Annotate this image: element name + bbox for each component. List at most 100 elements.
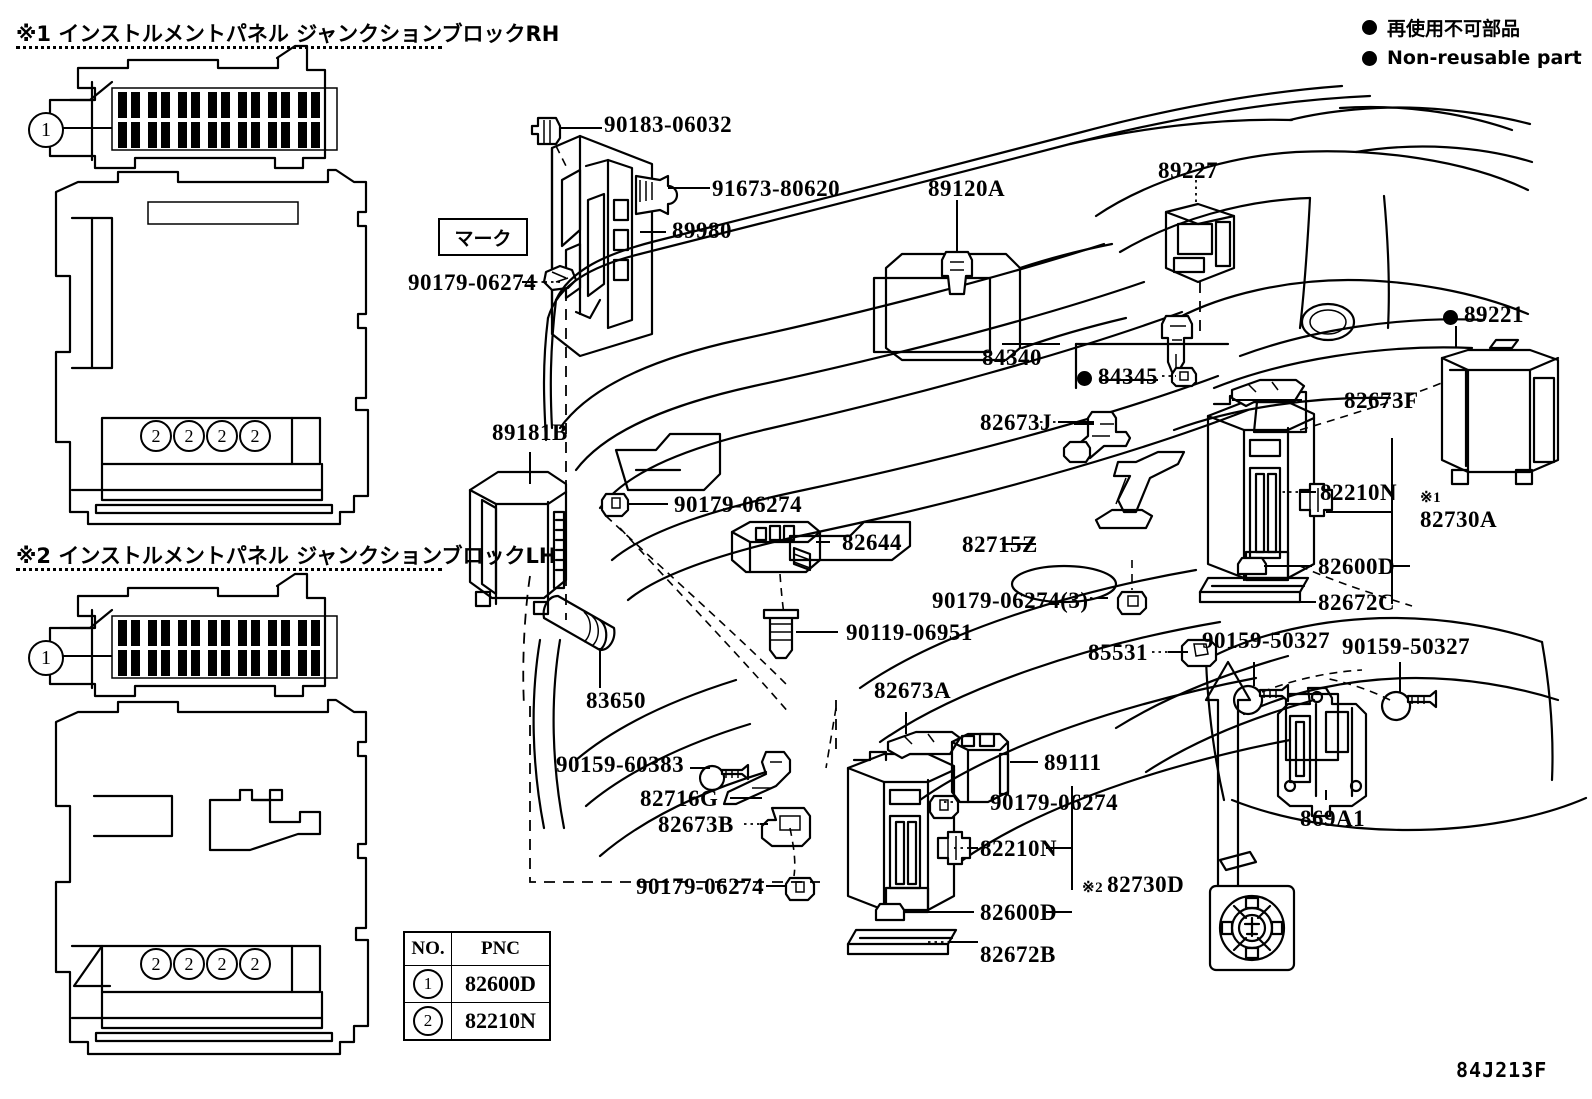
part-89221-ecu <box>1440 338 1560 486</box>
part-label-90159-50327-a: 90159-50327 <box>1202 628 1331 653</box>
pnc-table-row: 2 82210N <box>403 1002 551 1041</box>
part-label-85531: 85531 <box>1088 640 1148 665</box>
part-label-82644: 82644 <box>842 530 902 555</box>
section-title-text-lh: インストルメントパネル ジャンクションブロックLH <box>58 544 557 568</box>
pin-callout-2: 2 <box>239 948 271 980</box>
nonreusable-dot-icon <box>1443 310 1458 325</box>
pnc-table-header-no: NO. <box>403 931 452 966</box>
rh-junction-block-connector-view <box>48 44 338 170</box>
view-direction-symbol <box>1208 850 1296 972</box>
part-label-82672C: 82672C <box>1318 590 1396 615</box>
nonreusable-dot-icon <box>1362 20 1377 35</box>
part-869A1-bracket <box>1232 669 1438 818</box>
assembly-dashed-envelopes <box>529 515 837 883</box>
part-label-82673A: 82673A <box>874 678 952 703</box>
part-label-90179-06274-c: 90179-06274 <box>990 790 1119 815</box>
lh-junction-block-body-view <box>54 698 370 1056</box>
pnc-row-value: 82210N <box>451 1002 551 1041</box>
leader-lines <box>522 127 1457 943</box>
pnc-row-value: 82600D <box>451 965 551 1003</box>
part-prefix-82730A: ※1 <box>1420 490 1442 506</box>
view-direction-arrow <box>1204 660 1252 948</box>
part-label-91673-80620: 91673-80620 <box>712 176 841 201</box>
legend-row-en: Non-reusable part <box>1362 47 1582 69</box>
legend-label-en: Non-reusable part <box>1387 47 1582 69</box>
pnc-table-header-pnc: PNC <box>451 931 551 966</box>
pin-callout-2: 2 <box>206 948 238 980</box>
part-label-90159-60383: 90159-60383 <box>556 752 685 777</box>
pnc-row-no-cell: 1 <box>403 965 452 1003</box>
callout-circle-1-lh: 1 <box>28 640 64 676</box>
lower-left-hardware <box>698 750 816 902</box>
part-label-82730A-group: ※1 82730A <box>1420 488 1497 533</box>
part-label-82210N-lh: 82210N <box>980 836 1058 861</box>
section-title-lh: ※2 インストルメントパネル ジャンクションブロックLH <box>16 540 557 570</box>
part-label-82715Z: 82715Z <box>962 532 1038 557</box>
part-label-89227: 89227 <box>1158 158 1218 183</box>
part-label-89221: 89221 <box>1464 302 1524 327</box>
section-rule-rh <box>16 46 442 49</box>
pnc-table-header-row: NO. PNC <box>403 931 551 966</box>
part-label-82673B: 82673B <box>658 812 734 837</box>
diagram-code: 84J213F <box>1456 1058 1548 1082</box>
part-label-82673J: 82673J <box>980 410 1052 435</box>
section-title-text-rh: インストルメントパネル ジャンクションブロックRH <box>58 22 560 46</box>
section-marker-rh: ※1 <box>16 22 52 46</box>
part-label-82730D: 82730D <box>1107 872 1185 897</box>
pin-callout-2: 2 <box>140 420 172 452</box>
part-label-82716G: 82716G <box>640 786 719 811</box>
part-label-90179-06274-a: 90179-06274 <box>408 270 537 295</box>
callout-circle-1-rh: 1 <box>28 112 64 148</box>
lh-junction-block-connector-view <box>48 572 338 698</box>
part-label-90179-06274-b: 90179-06274 <box>674 492 803 517</box>
part-label-90179-06274-d: 90179-06274 <box>636 874 765 899</box>
part-label-90159-50327-b: 90159-50327 <box>1342 634 1471 659</box>
part-label-82673F: 82673F <box>1344 388 1419 413</box>
part-label-82600D-rh: 82600D <box>1318 554 1396 579</box>
part-85531-clip <box>1180 638 1218 668</box>
pnc-row-number-circle: 2 <box>413 1006 443 1036</box>
part-label-84340: 84340 <box>982 345 1042 370</box>
pnc-row-number-circle: 1 <box>413 969 443 999</box>
pin-callout-2: 2 <box>173 948 205 980</box>
part-82644-connector <box>730 520 822 655</box>
rh-junction-block-body-view <box>54 168 370 526</box>
pin-callout-2: 2 <box>173 420 205 452</box>
section-marker-lh: ※2 <box>16 544 52 568</box>
pin-callout-2: 2 <box>206 420 238 452</box>
part-label-82730A: 82730A <box>1420 507 1498 532</box>
part-89980-ecu <box>530 116 679 620</box>
legend: 再使用不可部品 Non-reusable part <box>1362 14 1582 69</box>
part-label-82210N-rh: 82210N <box>1320 480 1398 505</box>
part-label-89111: 89111 <box>1044 750 1102 775</box>
nonreusable-dot-icon <box>1362 50 1377 66</box>
part-label-90179-06274-3: 90179-06274(3) <box>932 588 1089 613</box>
mark-callout-label: マーク <box>454 227 512 250</box>
part-89181B-ecu <box>468 452 616 707</box>
part-label-89181B: 89181B <box>492 420 568 445</box>
pnc-table: NO. PNC 1 82600D 2 82210N <box>403 931 551 1041</box>
pnc-table-row: 1 82600D <box>403 965 551 1003</box>
section-title-rh: ※1 インストルメントパネル ジャンクションブロックRH <box>16 18 559 48</box>
part-label-869A1: 869A1 <box>1300 806 1366 831</box>
part-label-90119-06951: 90119-06951 <box>846 620 973 645</box>
part-label-82672B: 82672B <box>980 942 1056 967</box>
instrument-panel-outline <box>532 84 1588 864</box>
part-label-90183-06032: 90183-06032 <box>604 112 733 137</box>
mark-callout-box: マーク <box>438 218 528 256</box>
legend-label-jp: 再使用不可部品 <box>1387 18 1521 40</box>
part-label-89980: 89980 <box>672 218 732 243</box>
pin-callout-2: 2 <box>239 420 271 452</box>
part-label-89120A: 89120A <box>928 176 1006 201</box>
part-label-84345: 84345 <box>1098 364 1158 389</box>
section-rule-lh <box>16 568 442 571</box>
part-90119-06951-screw <box>762 608 800 660</box>
nonreusable-dot-icon <box>1077 371 1092 386</box>
part-label-82730D-group: ※2 82730D <box>1082 872 1184 898</box>
legend-row-jp: 再使用不可部品 <box>1362 14 1582 41</box>
part-label-82600D-lh: 82600D <box>980 900 1058 925</box>
pnc-row-no-cell: 2 <box>403 1002 452 1041</box>
clip-90179-06274-mid <box>600 492 630 518</box>
